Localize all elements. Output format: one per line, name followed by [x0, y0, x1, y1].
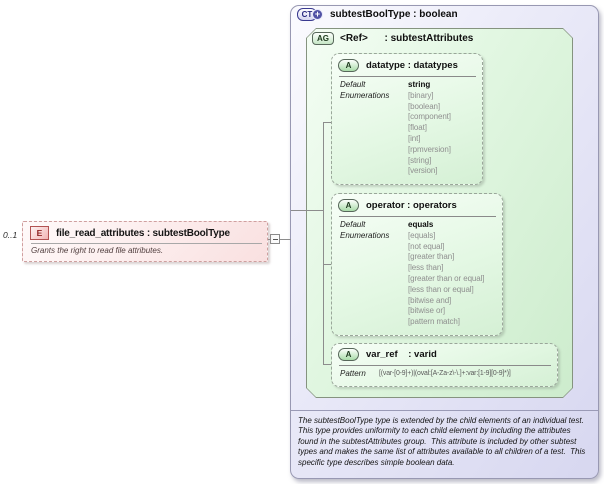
default-label: Default [340, 80, 366, 89]
enumeration-item: [pattern match] [408, 317, 460, 327]
element-file-read-attributes[interactable]: E file_read_attributes : subtestBoolType… [22, 221, 268, 262]
attribute-operator-facets: Default equals Enumerations [equals] [no… [332, 220, 502, 328]
enumeration-item: [string] [408, 155, 432, 165]
divider [339, 216, 496, 217]
enumeration-item: [greater than] [408, 252, 455, 262]
attribute-datatype-facets: Default string Enumerations [binary] [bo… [332, 80, 482, 177]
attribute-badge: A [338, 199, 359, 212]
enumeration-item: [version] [408, 166, 438, 176]
element-annotation: Grants the right to read file attributes… [31, 246, 164, 255]
connector-ct-to-trunk [291, 210, 324, 211]
enumeration-item: [bitwise and] [408, 295, 452, 305]
enumeration-item: [equals] [408, 230, 436, 240]
default-value: string [408, 80, 431, 89]
attribute-datatype-box[interactable]: A datatype : datatypes Default string En… [331, 53, 483, 185]
default-value: equals [408, 220, 434, 229]
connector-branch-varref [324, 364, 332, 365]
divider [339, 76, 476, 77]
attribute-group-title: <Ref> : subtestAttributes [340, 33, 474, 44]
attribute-operator-header: A operator : operators [332, 194, 502, 214]
documentation-text: The subtestBoolType type is extended by … [298, 416, 589, 467]
enumeration-item: [component] [408, 112, 451, 122]
enumeration-item: [rpmversion] [408, 144, 451, 154]
collapse-toggle[interactable] [270, 234, 280, 244]
enumeration-list: [equals] [not equal] [greater than] [les… [408, 231, 498, 328]
attribute-varref-box[interactable]: A var_ref : varid Pattern [(var-[0-9]+)|… [331, 343, 558, 387]
enumeration-item: [bitwise or] [408, 306, 446, 316]
enumeration-item: [boolean] [408, 101, 441, 111]
attribute-badge: A [338, 59, 359, 72]
enumeration-item: [less than] [408, 263, 444, 273]
connector-trunk [323, 122, 324, 365]
attribute-badge: A [338, 348, 359, 361]
divider [31, 243, 262, 244]
attribute-operator-title: operator : operators [366, 200, 457, 211]
enumerations-label: Enumerations [340, 230, 390, 240]
enumerations-label: Enumerations [340, 90, 390, 100]
enumeration-item: [greater than or equal] [408, 273, 485, 283]
documentation-divider [291, 410, 598, 411]
enumeration-item: [int] [408, 133, 421, 143]
attribute-datatype-title: datatype : datatypes [366, 60, 458, 71]
enumeration-item: [float] [408, 123, 427, 133]
attribute-varref-facets: Pattern [(var-[0-9]+)|(oval:[A-Za-z\-\.]… [332, 369, 557, 380]
enumeration-item: [less than or equal] [408, 284, 474, 294]
complextype-title: subtestBoolType : boolean [330, 9, 458, 20]
attribute-varref-header: A var_ref : varid [332, 344, 557, 363]
element-header: E file_read_attributes : subtestBoolType [23, 222, 267, 242]
attribute-operator-box[interactable]: A operator : operators Default equals En… [331, 193, 503, 336]
enumeration-list: [binary] [boolean] [component] [float] [… [408, 91, 478, 177]
connector-branch-datatype [324, 122, 332, 123]
connector-branch-operator [324, 264, 332, 265]
attribute-group-badge: AG [312, 32, 334, 45]
attribute-varref-title: var_ref : varid [366, 349, 437, 360]
attribute-datatype-header: A datatype : datatypes [332, 54, 482, 74]
expand-icon[interactable]: + [312, 9, 323, 20]
enumeration-item: [not equal] [408, 241, 445, 251]
element-title: file_read_attributes : subtestBoolType [56, 227, 230, 239]
minus-icon [273, 239, 278, 240]
cardinality-label: 0..1 [3, 230, 18, 240]
divider [339, 365, 551, 366]
pattern-label: Pattern [340, 369, 366, 378]
pattern-value: [(var-[0-9]+)|(oval:[A-Za-z\-\.]+:var:[1… [379, 370, 511, 377]
default-label: Default [340, 220, 366, 229]
element-badge: E [30, 226, 49, 240]
enumeration-item: [binary] [408, 90, 434, 100]
